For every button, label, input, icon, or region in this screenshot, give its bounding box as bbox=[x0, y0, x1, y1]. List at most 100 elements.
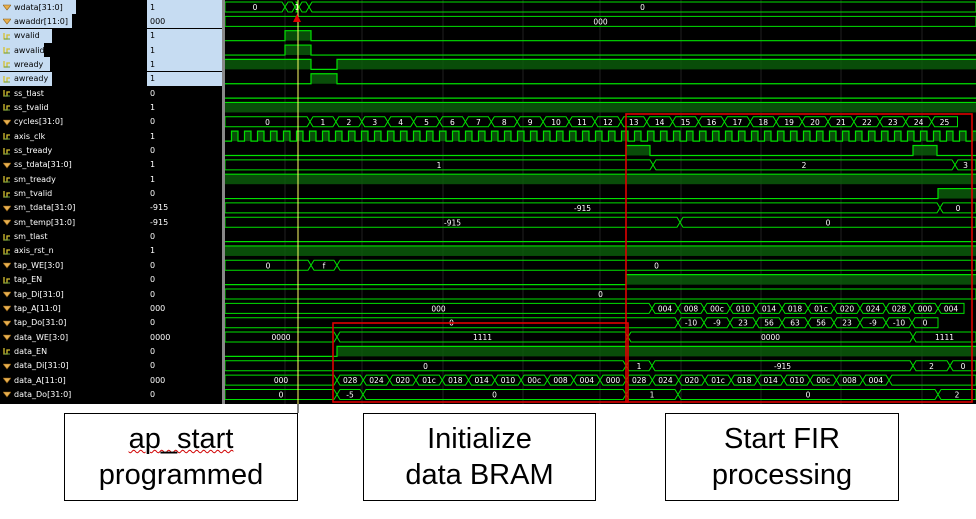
signal-name: sm_tvalid bbox=[14, 189, 53, 199]
ss-tready-high-fill bbox=[626, 145, 650, 156]
tap-a-label: 024 bbox=[866, 304, 881, 313]
cycles-label: 6 bbox=[450, 118, 455, 127]
axis-clk-wave bbox=[225, 130, 976, 142]
data-a-label: 008 bbox=[842, 376, 857, 385]
signal-row-sm-tlast[interactable]: sm_tlast bbox=[0, 230, 48, 244]
axis-clk-high-fill bbox=[660, 131, 667, 142]
ss-tvalid-wave bbox=[225, 101, 976, 113]
signal-name: awready bbox=[14, 74, 49, 84]
tap-a-label: 020 bbox=[840, 304, 855, 313]
signal-value-ss-tdata: 1 bbox=[150, 160, 156, 170]
signal-row-ss-tready[interactable]: ss_tready bbox=[0, 144, 52, 158]
signal-row-data-di[interactable]: data_Di[31:0] bbox=[0, 359, 69, 373]
cycles-label: 14 bbox=[655, 118, 665, 127]
axis-clk-trace bbox=[225, 130, 976, 142]
awready-high-fill bbox=[311, 73, 337, 84]
wdata-label: 0 bbox=[640, 3, 645, 12]
bit-signal-icon bbox=[3, 90, 10, 97]
cycles-label: 15 bbox=[681, 118, 691, 127]
cursor-marker-icon bbox=[293, 14, 301, 22]
cycles-label: 21 bbox=[836, 118, 846, 127]
signal-name: tap_Di[31:0] bbox=[14, 289, 64, 299]
cycles-label: 11 bbox=[577, 118, 587, 127]
wdata-label: 1 bbox=[295, 3, 300, 12]
signal-row-axis-clk[interactable]: axis_clk bbox=[0, 129, 45, 143]
signal-row-wready[interactable]: wready bbox=[0, 57, 50, 72]
signal-name: ss_tlast bbox=[14, 88, 44, 98]
bus-signal-icon bbox=[3, 334, 11, 341]
signal-name: wready bbox=[14, 59, 44, 69]
cycles-label: 12 bbox=[603, 118, 613, 127]
signal-row-tap-en[interactable]: tap_EN bbox=[0, 273, 42, 287]
data-do-label: 0 bbox=[806, 390, 811, 399]
data-di-label: -915 bbox=[774, 362, 791, 371]
tap-do-label: 23 bbox=[842, 319, 852, 328]
signal-row-ss-tlast[interactable]: ss_tlast bbox=[0, 86, 44, 100]
signal-row-ss-tvalid[interactable]: ss_tvalid bbox=[0, 100, 49, 114]
axis-clk-high-fill bbox=[829, 131, 836, 142]
bus-signal-icon bbox=[3, 392, 11, 398]
data-a-label: 024 bbox=[369, 376, 384, 385]
sm-tdata-label: 0 bbox=[956, 204, 961, 213]
tap-we-label: 0 bbox=[654, 261, 659, 270]
data-a-segment bbox=[888, 374, 976, 386]
signal-row-data-do[interactable]: data_Do[31:0] bbox=[0, 387, 71, 401]
signal-row-tap-we[interactable]: tap_WE[3:0] bbox=[0, 258, 63, 272]
tap-do-label: -9 bbox=[713, 319, 721, 328]
axis-clk-high-fill bbox=[790, 131, 797, 142]
signal-row-data-we[interactable]: data_WE[3:0] bbox=[0, 330, 68, 344]
axis-clk-high-fill bbox=[231, 131, 238, 142]
axis-clk-high-fill bbox=[296, 131, 303, 142]
axis-clk-high-fill bbox=[335, 131, 342, 142]
data-di-segment bbox=[949, 360, 976, 372]
bit-signal-icon bbox=[3, 75, 10, 83]
data-a-label: 00c bbox=[527, 376, 541, 385]
data-en-high-fill bbox=[626, 346, 976, 357]
signal-name: axis_rst_n bbox=[14, 246, 54, 256]
data-do-label: 1 bbox=[650, 390, 655, 399]
signal-name: sm_tdata[31:0] bbox=[14, 203, 76, 213]
signal-row-awvalid[interactable]: awvalid bbox=[0, 43, 45, 58]
tap-do-label: 56 bbox=[816, 319, 826, 328]
signal-row-data-en[interactable]: data_EN bbox=[0, 344, 47, 358]
signal-row-sm-tdata[interactable]: sm_tdata[31:0] bbox=[0, 201, 75, 215]
signal-row-tap-do[interactable]: tap_Do[31:0] bbox=[0, 316, 66, 330]
signal-row-data-a[interactable]: data_A[11:0] bbox=[0, 373, 66, 387]
bus-signal-icon bbox=[3, 306, 11, 312]
data-we-label: 1111 bbox=[935, 333, 954, 342]
signal-value-data-di: 0 bbox=[150, 361, 156, 371]
tap-do-segment bbox=[911, 317, 939, 329]
signal-name: data_Di[31:0] bbox=[14, 361, 69, 371]
axis-clk-high-fill bbox=[738, 131, 745, 142]
cycles-label: 16 bbox=[707, 118, 717, 127]
axis-clk-high-fill bbox=[322, 131, 329, 142]
tap-a-label: 00c bbox=[710, 304, 724, 313]
signal-name: wvalid bbox=[14, 31, 40, 41]
wdata-segment bbox=[298, 1, 310, 13]
signal-row-wvalid[interactable]: wvalid bbox=[0, 28, 52, 43]
signal-row-sm-temp[interactable]: sm_temp[31:0] bbox=[0, 215, 75, 229]
signal-value-awready: 1 bbox=[147, 71, 222, 86]
signal-row-sm-tready[interactable]: sm_tready bbox=[0, 172, 56, 186]
signal-row-sm-tvalid[interactable]: sm_tvalid bbox=[0, 187, 52, 201]
data-do-label: -5 bbox=[346, 390, 354, 399]
data-di-label: 2 bbox=[929, 362, 934, 371]
wdata-label: 0 bbox=[253, 3, 258, 12]
pane-splitter[interactable] bbox=[222, 0, 225, 404]
signal-row-tap-a[interactable]: tap_A[11:0] bbox=[0, 301, 61, 315]
signal-row-cycles[interactable]: cycles[31:0] bbox=[0, 115, 63, 129]
signal-row-axis-rst-n[interactable]: axis_rst_n bbox=[0, 244, 54, 258]
signal-row-tap-di[interactable]: tap_Di[31:0] bbox=[0, 287, 64, 301]
awready-wave bbox=[225, 73, 976, 85]
signal-row-wdata[interactable]: wdata[31:0] bbox=[0, 0, 76, 14]
signal-row-awaddr[interactable]: awaddr[11:0] bbox=[0, 14, 72, 29]
signal-row-ss-tdata[interactable]: ss_tdata[31:0] bbox=[0, 158, 72, 172]
annotation-start-fir-line1: Start FIR bbox=[723, 423, 840, 455]
signal-row-awready[interactable]: awready bbox=[0, 71, 52, 86]
awaddr-label: 000 bbox=[593, 17, 608, 26]
